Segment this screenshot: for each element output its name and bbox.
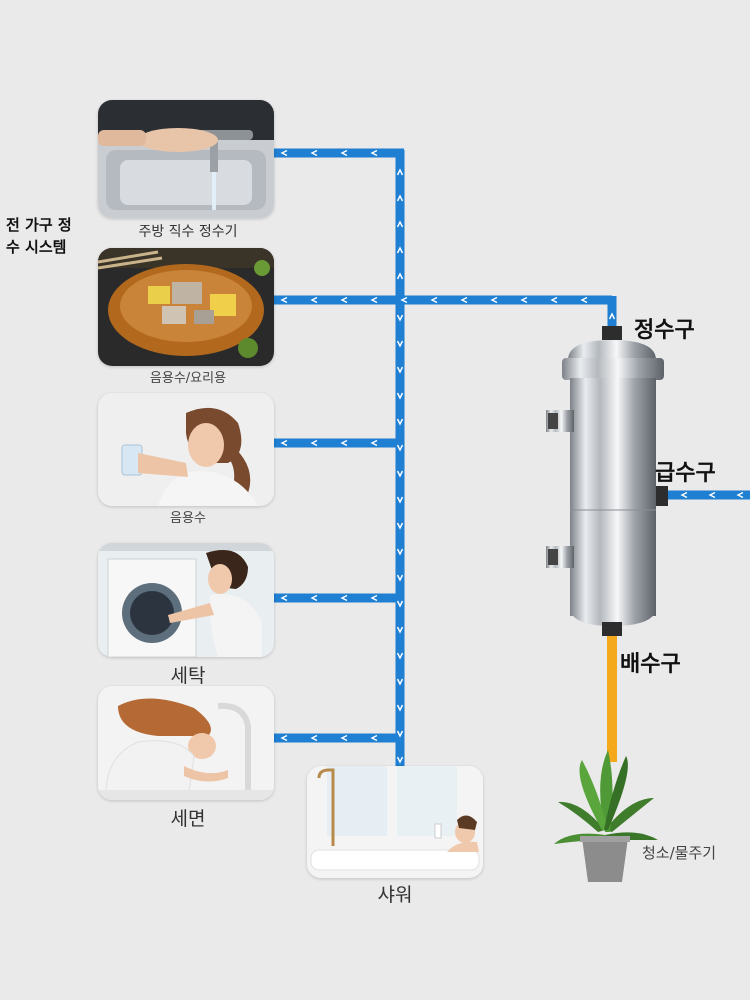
flow-arrow xyxy=(396,418,404,426)
flow-arrow xyxy=(280,439,288,447)
plant-caption: 청소/물주기 xyxy=(642,844,717,862)
flow-arrow xyxy=(370,296,378,304)
cooking-caption: 음용수/요리용 xyxy=(149,371,227,386)
inlet-label: 급수구 xyxy=(655,461,716,486)
flow-arrow xyxy=(396,470,404,478)
flow-arrow xyxy=(736,491,744,499)
laundry-caption: 세탁 xyxy=(170,665,206,687)
flow-arrow xyxy=(280,296,288,304)
flow-arrow xyxy=(396,678,404,686)
flow-arrow xyxy=(680,491,688,499)
flow-arrow xyxy=(396,548,404,556)
flow-arrow xyxy=(396,392,404,400)
page-title: 전 가구 정 수 시스템 xyxy=(6,214,88,258)
flow-arrow xyxy=(708,491,716,499)
filter-housing xyxy=(546,326,668,636)
flow-arrow xyxy=(396,246,404,254)
face-wash-caption: 세면 xyxy=(170,808,206,830)
flow-arrow xyxy=(310,296,318,304)
flow-arrow xyxy=(340,149,348,157)
clean-water-pipes xyxy=(273,148,750,770)
drinking-caption: 음용수 xyxy=(170,511,206,526)
flow-arrow xyxy=(370,734,378,742)
flow-arrow xyxy=(310,734,318,742)
flow-arrow xyxy=(430,296,438,304)
flow-arrow xyxy=(370,594,378,602)
flow-arrow xyxy=(608,312,616,320)
flow-arrow xyxy=(396,340,404,348)
flow-arrow xyxy=(310,149,318,157)
flow-arrow xyxy=(400,296,408,304)
shower-caption: 샤워 xyxy=(377,884,413,906)
flow-arrow xyxy=(520,296,528,304)
flow-arrow xyxy=(396,600,404,608)
outlet-label: 정수구 xyxy=(634,318,695,343)
flow-arrow xyxy=(396,574,404,582)
flow-arrow xyxy=(396,220,404,228)
flow-arrow xyxy=(396,194,404,202)
flow-arrow xyxy=(396,756,404,764)
face-wash-image xyxy=(98,686,274,800)
flow-arrow xyxy=(340,594,348,602)
flow-arrow xyxy=(396,652,404,660)
title-line: 전 가구 정 수 시스템 xyxy=(6,216,72,256)
drain-label: 배수구 xyxy=(620,652,681,677)
cooking-image xyxy=(98,248,274,366)
flow-arrow xyxy=(370,439,378,447)
flow-arrows xyxy=(280,149,744,764)
flow-arrow xyxy=(370,149,378,157)
flow-arrow xyxy=(280,594,288,602)
flow-arrow xyxy=(396,522,404,530)
flow-arrow xyxy=(396,314,404,322)
kitchen-caption: 주방 직수 정수기 xyxy=(138,224,238,240)
flow-arrow xyxy=(580,296,588,304)
flow-arrow xyxy=(396,168,404,176)
flow-arrow xyxy=(340,439,348,447)
flow-arrow xyxy=(340,734,348,742)
flow-arrow xyxy=(490,296,498,304)
flow-arrow xyxy=(396,272,404,280)
flow-arrow xyxy=(396,366,404,374)
laundry-image xyxy=(98,543,274,657)
flow-arrow xyxy=(550,296,558,304)
flow-arrow xyxy=(396,730,404,738)
kitchen-sink-image xyxy=(98,100,274,218)
flow-arrow xyxy=(310,594,318,602)
flow-arrow xyxy=(460,296,468,304)
shower-image xyxy=(307,766,483,878)
flow-arrow xyxy=(396,496,404,504)
flow-arrow xyxy=(396,626,404,634)
flow-arrow xyxy=(310,439,318,447)
flow-arrow xyxy=(396,704,404,712)
drinking-image xyxy=(98,393,274,506)
flow-arrow xyxy=(280,734,288,742)
flow-arrow xyxy=(280,149,288,157)
plant-image xyxy=(554,750,658,882)
flow-arrow xyxy=(396,444,404,452)
flow-arrow xyxy=(340,296,348,304)
